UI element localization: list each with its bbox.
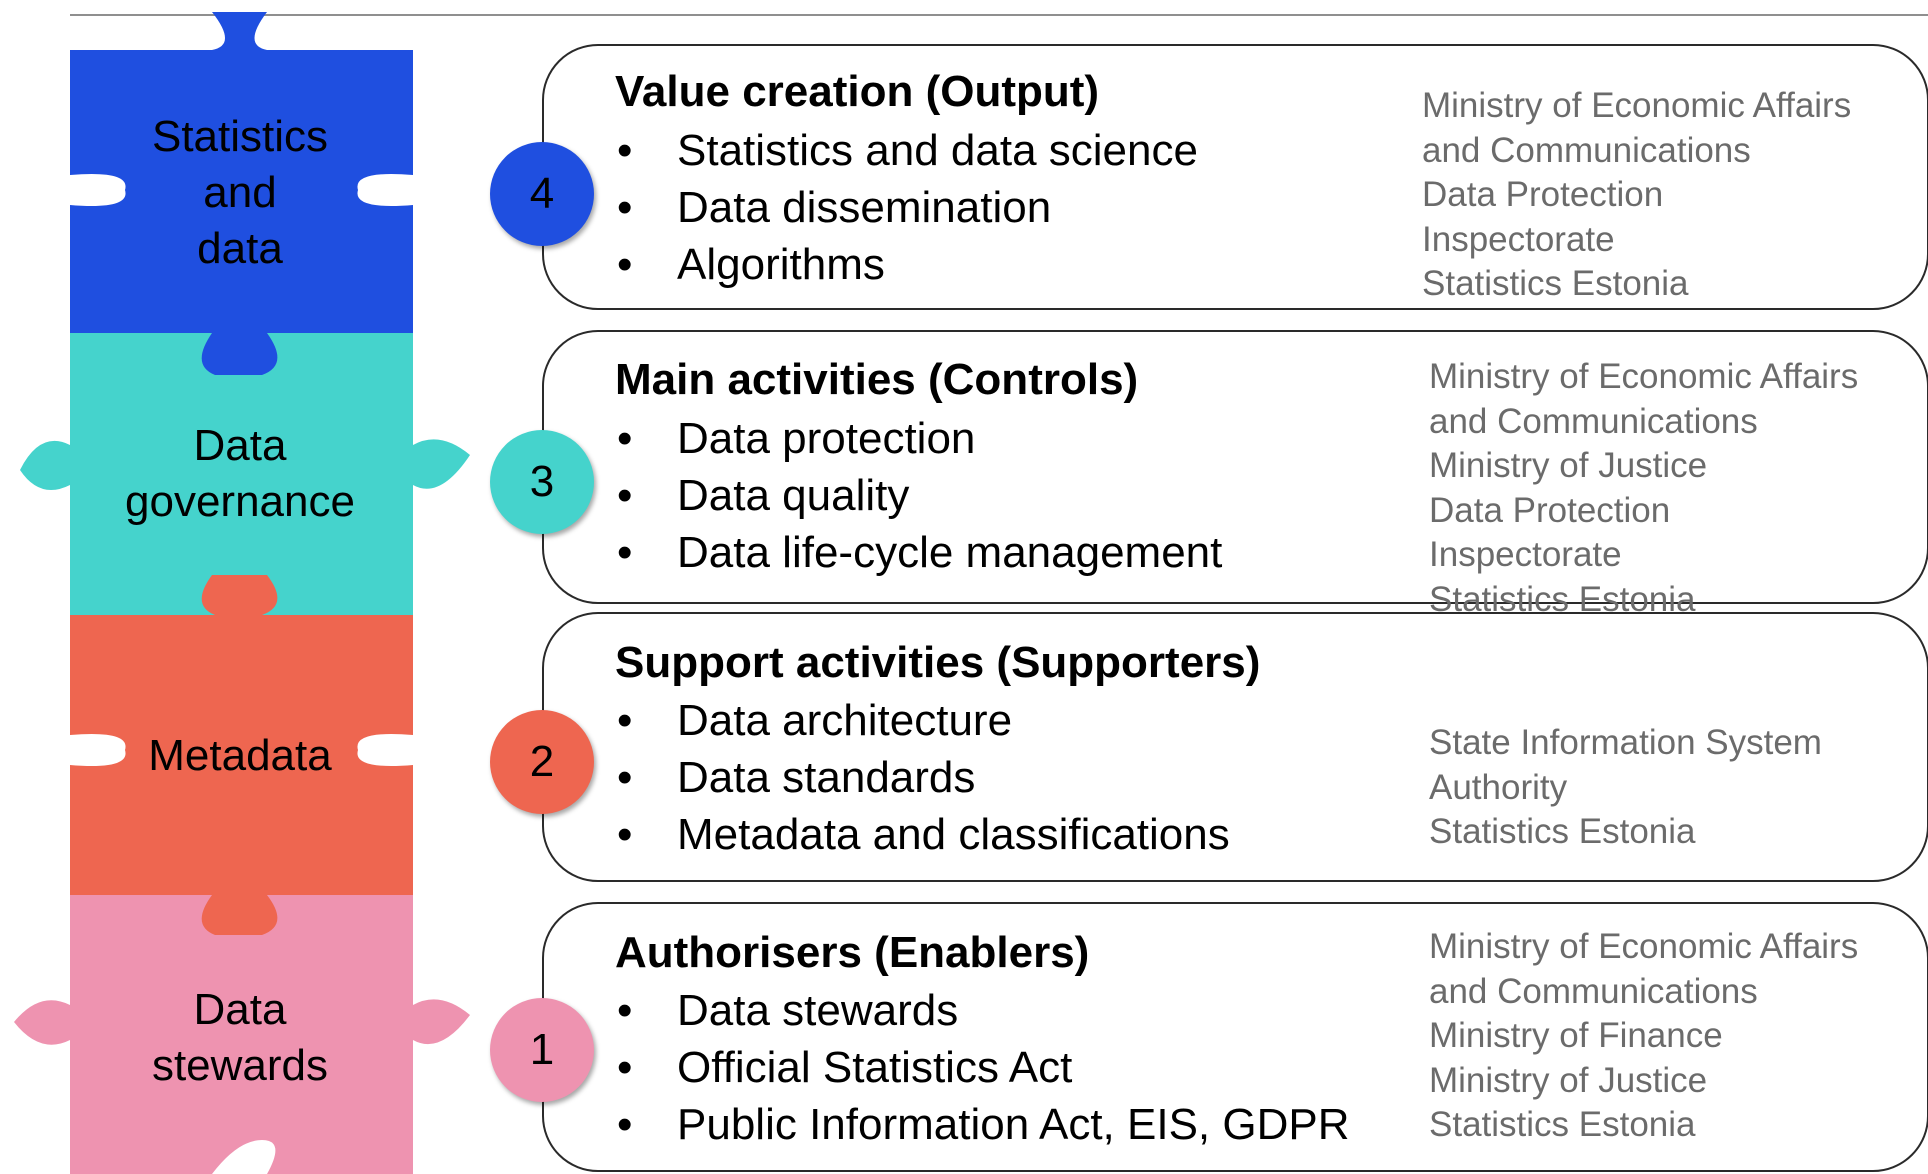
bullet-item: Data architecture <box>615 692 1230 749</box>
agency-item: Ministry of Economic Affairs <box>1429 927 1859 966</box>
bullet-item: Data quality <box>615 467 1222 524</box>
bullet-item: Data standards <box>615 749 1230 806</box>
agency-item: Ministry of Justice <box>1429 446 1708 486</box>
layer-number-badge: 4 <box>490 142 594 246</box>
agency-item: and Communications <box>1422 130 1751 170</box>
agency-item: Inspectorate <box>1429 535 1622 575</box>
bullet-list: Data architecture Data standards Metadat… <box>615 692 1230 863</box>
agency-item: and Communications <box>1429 971 1758 1011</box>
bullet-item: Data stewards <box>615 982 1349 1039</box>
layer-title: Authorisers (Enablers) <box>615 928 1090 977</box>
puzzle-piece-governance <box>20 333 470 615</box>
agency-item: Statistics Estonia <box>1429 579 1696 619</box>
agency-list: Ministry of Economic Affairs and Communi… <box>1422 84 1851 307</box>
agency-list: Ministry of Economic Affairs and Communi… <box>1429 355 1858 623</box>
layer-number-badge: 3 <box>490 430 594 534</box>
bullet-item: Public Information Act, EIS, GDPR <box>615 1096 1349 1153</box>
puzzle-piece-stewards <box>14 895 470 1174</box>
agency-item: Ministry of Economic Affairs <box>1429 357 1859 396</box>
agency-item: Data Protection <box>1422 175 1664 215</box>
layer-title: Main activities (Controls) <box>615 355 1139 404</box>
agency-item: Authority <box>1429 767 1568 807</box>
piece-label-statistics: Statistics and data <box>151 112 329 273</box>
puzzle-piece-metadata <box>70 575 413 895</box>
agency-item: Ministry of Economic Affairs <box>1422 86 1852 125</box>
agency-item: Ministry of Finance <box>1429 1016 1723 1056</box>
agency-list: State Information System Authority Stati… <box>1429 721 1822 855</box>
agency-item: Inspectorate <box>1422 219 1615 259</box>
agency-list: Ministry of Economic Affairs and Communi… <box>1429 925 1858 1148</box>
bullet-item: Metadata and classifications <box>615 806 1230 863</box>
bullet-item: Data protection <box>615 410 1222 467</box>
agency-item: Ministry of Justice <box>1429 1060 1708 1100</box>
layer-title: Support activities (Supporters) <box>615 638 1261 687</box>
bullet-list: Data stewards Official Statistics Act Pu… <box>615 982 1349 1153</box>
piece-label-stewards: Data stewards <box>151 985 329 1090</box>
piece-label-metadata: Metadata <box>148 731 332 780</box>
agency-item: and Communications <box>1429 401 1758 441</box>
agency-item: Statistics Estonia <box>1429 1105 1696 1145</box>
bullet-item: Official Statistics Act <box>615 1039 1349 1096</box>
layer-number-badge: 2 <box>490 710 594 814</box>
agency-item: Statistics Estonia <box>1422 264 1689 304</box>
bullet-item: Statistics and data science <box>615 122 1198 179</box>
agency-item: Data Protection <box>1429 490 1671 530</box>
bullet-item: Data life-cycle management <box>615 524 1222 581</box>
layer-number-badge: 1 <box>490 998 594 1102</box>
bullet-item: Algorithms <box>615 236 1198 293</box>
bullet-list: Data protection Data quality Data life-c… <box>615 410 1222 581</box>
top-divider <box>70 14 1928 16</box>
agency-item: State Information System <box>1429 723 1822 762</box>
layer-title: Value creation (Output) <box>615 67 1100 116</box>
bullet-item: Data dissemination <box>615 179 1198 236</box>
agency-item: Statistics Estonia <box>1429 812 1696 852</box>
bullet-list: Statistics and data science Data dissemi… <box>615 122 1198 293</box>
puzzle-column <box>14 12 470 1174</box>
piece-label-governance: Data governance <box>125 421 355 526</box>
